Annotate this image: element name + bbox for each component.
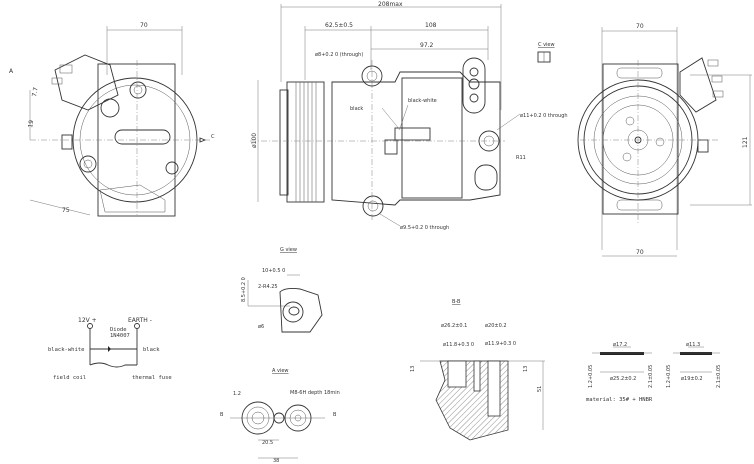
g1-t2: 2.1±0.05 bbox=[648, 365, 654, 388]
g1-t: 1.2+0.05 bbox=[588, 365, 594, 388]
front-view: 70 70 121 bbox=[577, 23, 752, 257]
hole-bottom-label: ø9.5+0.2 0 through bbox=[400, 225, 449, 231]
g-view: G view 10+0.5 0 2-R4.25 8.5+0.2 0 ø6 bbox=[241, 247, 323, 333]
wiring-diagram: 12V + EARTH - Diode 1N4007 black-white b… bbox=[48, 317, 172, 381]
dim-left: 62.5±0.5 bbox=[325, 22, 353, 29]
g1-inner: ø17.2 bbox=[613, 342, 627, 348]
left-end-view: 70 19 7.7 75 A C bbox=[9, 22, 215, 217]
a-dim-c: 38 bbox=[273, 458, 279, 464]
arrow-c-icon bbox=[199, 137, 207, 143]
g2-t2: 2.1±0.05 bbox=[716, 365, 722, 388]
dim-overall: 208max bbox=[378, 1, 403, 8]
dim-inner: 97.2 bbox=[420, 42, 434, 49]
wire-black-white-label: black-white bbox=[408, 98, 437, 104]
bb-section: B-B ø26.2±0.1 ø20±0.2 ø11.8+0.3 0 ø11.9+… bbox=[410, 299, 545, 441]
pulley-dia: ø100 bbox=[251, 133, 258, 148]
dim-h: 51 bbox=[537, 386, 543, 392]
g2-inner: ø11.3 bbox=[686, 342, 700, 348]
dia-a: ø26.2±0.1 bbox=[441, 323, 467, 329]
side-view: 208max 62.5±0.5 108 97.2 ø8+0.2 0 (throu… bbox=[250, 1, 568, 231]
material-note: material: 35# + HNBR bbox=[586, 397, 653, 403]
a-thread: M8-6H depth 18min bbox=[290, 390, 340, 396]
arrow-a-label: A bbox=[9, 68, 14, 75]
label-earth: EARTH - bbox=[128, 317, 152, 324]
label-thermal-fuse: thermal fuse bbox=[132, 375, 172, 381]
g-view-title: G view bbox=[280, 247, 297, 253]
hole-top-label: ø8+0.2 0 (through) bbox=[315, 52, 363, 58]
g2-outer: ø19±0.2 bbox=[681, 376, 703, 382]
label-12v: 12V + bbox=[78, 317, 97, 324]
label-diode-part: 1N4007 bbox=[110, 333, 130, 339]
dim-top: 70 bbox=[636, 23, 644, 30]
dim-height: 121 bbox=[742, 136, 749, 148]
g1-outer: ø25.2±0.2 bbox=[610, 376, 636, 382]
diode-icon bbox=[108, 346, 111, 352]
gaskets: ø17.2 ø25.2±0.2 1.2+0.05 2.1±0.05 ø11.3 … bbox=[586, 342, 722, 403]
g-dim-b: 2-R4.25 bbox=[258, 284, 278, 290]
label-black: black bbox=[143, 347, 160, 353]
dia-b: ø20±0.2 bbox=[485, 323, 507, 329]
hole-right-label: ø11+0.2 0 through bbox=[520, 113, 568, 119]
dim-width: 70 bbox=[140, 22, 148, 29]
dim-bottom: 70 bbox=[636, 249, 644, 256]
terminal-earth bbox=[134, 323, 140, 329]
label-diode: Diode bbox=[110, 327, 127, 333]
dim-l: 13 bbox=[410, 366, 416, 372]
dia-c: ø11.8+0.3 0 bbox=[443, 342, 474, 348]
dim-r: 13 bbox=[523, 366, 529, 372]
a-dim-a: 1.2 bbox=[233, 391, 241, 397]
a-view: A view 1.2 M8-6H depth 18min B B 20.5 38 bbox=[220, 368, 340, 464]
a-view-title: A view bbox=[272, 368, 289, 374]
dim-a: 7.7 bbox=[31, 87, 40, 98]
b-left-label: B bbox=[220, 412, 224, 418]
dia-d: ø11.9+0.3 0 bbox=[485, 341, 516, 347]
g-dim-c: 8.5+0.2 0 bbox=[241, 277, 247, 302]
bb-title: B-B bbox=[452, 299, 461, 305]
c-view-title: C view bbox=[538, 42, 555, 48]
terminal-12v bbox=[87, 323, 93, 329]
a-dim-b: 20.5 bbox=[262, 440, 273, 446]
b-right-label: B bbox=[333, 412, 337, 418]
wire-black-label: black bbox=[350, 106, 363, 112]
arrow-c-label: C bbox=[211, 134, 215, 140]
radius-label: R11 bbox=[516, 155, 526, 161]
label-black-white: black-white bbox=[48, 347, 84, 353]
dim-b: 19 bbox=[27, 119, 35, 128]
g-dim-d: ø6 bbox=[258, 324, 264, 330]
g-dim-a: 10+0.5 0 bbox=[262, 268, 285, 274]
label-field-coil: field coil bbox=[53, 375, 86, 381]
dim-right: 108 bbox=[425, 22, 437, 29]
dim-c: 75 bbox=[62, 207, 70, 214]
g2-t: 1.2+0.05 bbox=[666, 365, 672, 388]
